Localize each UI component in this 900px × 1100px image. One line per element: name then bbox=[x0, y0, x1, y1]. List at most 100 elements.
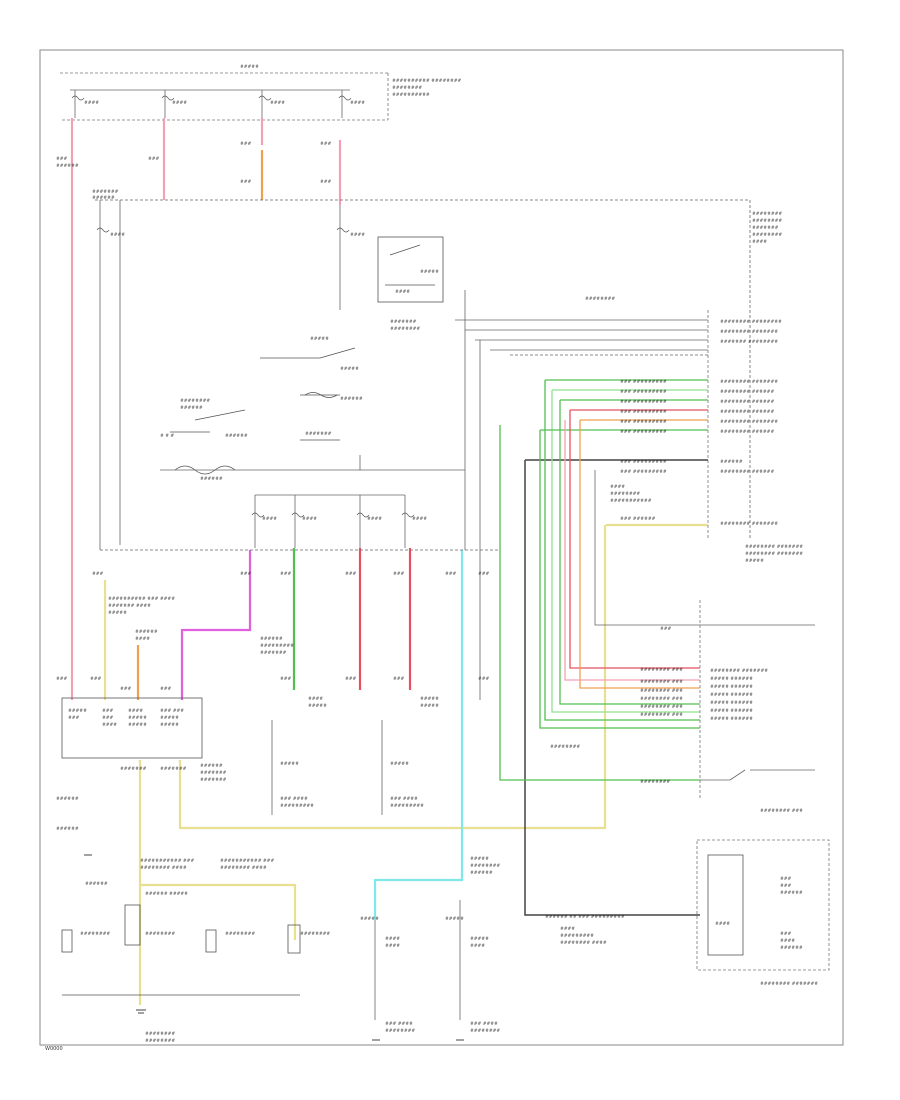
svg-text:########: ######## bbox=[385, 1028, 415, 1034]
svg-text:#####: ##### bbox=[470, 856, 489, 862]
svg-text:####### ####: ####### #### bbox=[108, 603, 151, 609]
svg-text:#####: ##### bbox=[470, 936, 489, 942]
svg-text:### #########: ### ######### bbox=[620, 409, 667, 415]
svg-text:######## #######: ######## ####### bbox=[720, 379, 778, 385]
flasher-box: #### ### ### ###### ### #### ###### ####… bbox=[545, 839, 830, 987]
svg-text:###: ### bbox=[240, 179, 252, 185]
svg-text:#####: ##### bbox=[420, 269, 439, 275]
svg-text:#########: ######### bbox=[260, 643, 294, 649]
svg-text:######## ###: ######## ### bbox=[640, 688, 683, 694]
control-module-connector: ######## ######## ######## ######## ####… bbox=[585, 211, 803, 564]
fuse-icon: #### bbox=[336, 227, 365, 238]
svg-text:###: ### bbox=[280, 676, 292, 682]
svg-text:####: #### bbox=[350, 232, 365, 238]
svg-text:######## #######: ######## ####### bbox=[720, 419, 778, 425]
svg-text:### ####: ### #### bbox=[280, 796, 308, 802]
svg-text:##### ######: ##### ###### bbox=[710, 700, 753, 706]
svg-text:#####: ##### bbox=[420, 703, 439, 709]
fuse-icon: #### bbox=[291, 512, 317, 522]
svg-text:######: ###### bbox=[85, 881, 108, 887]
wire-cyan bbox=[373, 550, 464, 920]
svg-text:######: ###### bbox=[135, 629, 158, 635]
svg-text:####: #### bbox=[367, 516, 382, 522]
svg-text:######## ####: ######## #### bbox=[220, 865, 267, 871]
svg-text:#####: ##### bbox=[280, 761, 299, 767]
svg-text:######## #######: ######## ####### bbox=[720, 521, 778, 527]
svg-text:### #########: ### ######### bbox=[620, 469, 667, 475]
svg-text:########: ######## bbox=[392, 85, 422, 91]
svg-text:#####: ##### bbox=[68, 708, 87, 714]
svg-text:#########: ######### bbox=[390, 803, 424, 809]
svg-text:###: ### bbox=[345, 676, 357, 682]
svg-text:#####: ##### bbox=[340, 366, 359, 372]
svg-text:######: ###### bbox=[780, 945, 803, 951]
svg-text:#####: ##### bbox=[420, 696, 439, 702]
svg-text:######## #######: ######## ####### bbox=[710, 668, 768, 674]
svg-text:#######: ####### bbox=[390, 319, 417, 325]
svg-text:#######: ####### bbox=[92, 189, 119, 195]
svg-text:##### ######: ##### ###### bbox=[710, 676, 753, 682]
svg-text:######: ###### bbox=[56, 826, 79, 832]
svg-text:###: ### bbox=[660, 626, 672, 632]
svg-text:########### ###: ########### ### bbox=[140, 858, 194, 864]
svg-text:########: ######## bbox=[610, 491, 640, 497]
svg-text:### ###: ### ### bbox=[160, 708, 184, 714]
svg-text:### ####: ### #### bbox=[390, 796, 418, 802]
svg-text:######## ########: ######## ######## bbox=[720, 319, 782, 325]
svg-text:########: ######## bbox=[752, 211, 782, 217]
svg-text:###: ### bbox=[56, 676, 68, 682]
svg-text:######## ######: ######## ###### bbox=[720, 399, 774, 405]
svg-text:#####: ##### bbox=[360, 916, 379, 922]
svg-text:####: #### bbox=[752, 239, 767, 245]
svg-text:#####: ##### bbox=[308, 703, 327, 709]
wires-green-bundle bbox=[499, 379, 708, 781]
svg-text:###: ### bbox=[320, 141, 332, 147]
svg-text:######: ###### bbox=[780, 890, 803, 896]
svg-text:#####: ##### bbox=[745, 558, 764, 564]
svg-text:######: ###### bbox=[180, 405, 203, 411]
svg-text:##########: ########## bbox=[392, 92, 430, 98]
svg-text:### #########: ### ######### bbox=[620, 399, 667, 405]
svg-text:########: ######## bbox=[145, 1031, 175, 1037]
lower-relays: ########### ### ######## #### ##########… bbox=[61, 858, 330, 1044]
svg-text:########: ######## bbox=[752, 232, 782, 238]
svg-text:####: #### bbox=[780, 938, 795, 944]
fuse-icon: #### bbox=[356, 512, 382, 522]
svg-text:#####: ##### bbox=[160, 715, 179, 721]
diagram-border bbox=[39, 49, 844, 1046]
svg-text:### ####: ### #### bbox=[470, 1021, 498, 1027]
svg-text:#####: ##### bbox=[390, 761, 409, 767]
svg-text:####: #### bbox=[84, 100, 99, 106]
svg-text:#########: ######### bbox=[560, 933, 594, 939]
svg-text:#######: ####### bbox=[200, 770, 227, 776]
svg-text:####: #### bbox=[385, 943, 400, 949]
svg-text:########### ###: ########### ### bbox=[220, 858, 274, 864]
svg-text:########: ######## bbox=[180, 398, 210, 404]
wire-code-labels: ### ###### ### ### ### ### ### ### ### #… bbox=[56, 141, 490, 922]
svg-text:######## #######: ######## ####### bbox=[745, 544, 803, 550]
svg-text:###### #####: ###### ##### bbox=[145, 891, 188, 897]
svg-text:###: ### bbox=[478, 571, 490, 577]
svg-text:####: #### bbox=[270, 100, 285, 106]
svg-text:########: ######## bbox=[300, 931, 330, 937]
svg-text:###: ### bbox=[345, 571, 357, 577]
svg-text:######## ######: ######## ###### bbox=[720, 389, 774, 395]
svg-text:####: #### bbox=[135, 636, 150, 642]
svg-text:########: ######## bbox=[225, 931, 255, 937]
svg-text:######## #######: ######## ####### bbox=[745, 551, 803, 557]
svg-text:##### ######: ##### ###### bbox=[710, 708, 753, 714]
svg-text:####: #### bbox=[412, 516, 427, 522]
svg-text:######## ####: ######## #### bbox=[560, 940, 607, 946]
svg-text:#########: ######### bbox=[280, 803, 314, 809]
svg-text:###: ### bbox=[320, 179, 332, 185]
svg-text:#####: ##### bbox=[128, 722, 147, 728]
lower-right-connector: ### ######## ### ######## ### ######## #… bbox=[550, 600, 815, 814]
svg-text:###: ### bbox=[393, 571, 405, 577]
svg-text:########: ######## bbox=[470, 863, 500, 869]
svg-text:######: ###### bbox=[56, 796, 79, 802]
svg-text:######## ###: ######## ### bbox=[640, 696, 683, 702]
svg-text:######: ###### bbox=[200, 763, 223, 769]
svg-text:### ####: ### #### bbox=[385, 1021, 413, 1027]
svg-text:###: ### bbox=[280, 571, 292, 577]
svg-text:####: #### bbox=[715, 921, 730, 927]
